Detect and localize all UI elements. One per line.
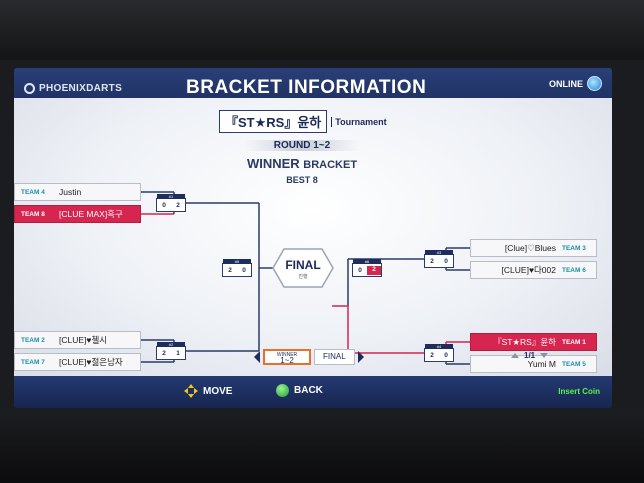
screen: PHOENIXDARTS BRACKET INFORMATION ONLINE [14,68,612,408]
page-up-icon[interactable] [511,353,519,358]
player-name: [CLUE]♥다002 [501,265,556,275]
bracket-panel: 『ST★RS』윤하 Tournament ROUND 1~2 WINNER BR… [14,98,612,376]
team-label: TEAM 4 [21,188,45,196]
team-label: TEAM 1 [562,338,586,346]
player-name: [CLUE]♥젊은남자 [59,357,123,367]
online-status: ONLINE [549,76,602,91]
score-left: 2 [430,352,434,359]
score-left: 2 [228,267,232,274]
score-right: 0 [444,258,448,265]
page-number: 1/1 [524,351,536,360]
score-left: 2 [430,258,434,265]
tab-small-label: WINNER [276,352,298,358]
team-label: TEAM 6 [562,266,586,274]
final-label: FINAL [285,258,321,272]
player-name: [CLUE]♥첼시 [59,335,108,345]
round-tab-winner[interactable]: WINNER 1~2 [263,349,311,365]
online-globe-icon [587,76,602,91]
page-down-icon[interactable] [540,353,549,358]
player-name: Yumi M [527,359,556,369]
tournament-label: Tournament [331,116,387,127]
machine-bezel-bottom [0,410,644,483]
footer-bar: MOVE BACK Insert Coin [14,376,612,408]
match-score[interactable]: #4 2 0 [424,344,454,362]
match-score[interactable]: #6 0 2 [352,259,382,277]
match-score[interactable]: #2 2 1 [156,342,186,360]
player-entry[interactable]: [Clue]♡Blues TEAM 3 [470,239,597,257]
tournament-name: 『ST★RS』윤하 [219,110,328,133]
player-entry[interactable]: Yumi M TEAM 5 [470,355,597,373]
machine-bezel-top [0,0,644,60]
player-entry[interactable]: TEAM 2 [CLUE]♥첼시 [14,331,141,349]
team-label: TEAM 3 [562,244,586,252]
next-arrow-icon[interactable] [357,351,364,363]
online-label: ONLINE [548,78,583,89]
round-tab-final[interactable]: FINAL [314,349,355,365]
move-button[interactable]: MOVE [184,384,232,398]
match-number: #5 [223,259,251,264]
score-right: 2 [367,266,381,275]
back-button[interactable]: BACK [276,384,323,397]
move-label: MOVE [203,385,233,397]
match-number: #6 [353,259,381,264]
team-label: TEAM 2 [21,336,45,344]
player-name: [Clue]♡Blues [504,242,556,253]
match-number: #4 [425,344,453,349]
player-entry[interactable]: [CLUE]♥다002 TEAM 6 [470,261,597,279]
bracket-label: WINNER BRACKET [229,156,375,171]
final-hexagon-shape [272,248,334,288]
score-right: 0 [242,267,246,274]
score-right: 2 [176,202,180,209]
match-number: #3 [425,250,453,255]
prev-arrow-icon[interactable] [254,351,260,363]
player-entry[interactable]: TEAM 7 [CLUE]♥젊은남자 [14,353,141,371]
dpad-icon [184,384,198,398]
match-number: #2 [157,342,185,347]
team-label: TEAM 7 [21,358,45,366]
bracket-main: WINNER [246,156,300,171]
final-status: 진행 [298,274,308,280]
bracket-sub: BRACKET [303,159,358,171]
best-label: BEST 8 [286,175,318,185]
phoenix-logo-icon [24,83,35,94]
final-node[interactable]: FINAL 진행 [272,248,334,288]
score-right: 1 [176,350,180,357]
round-pager: WINNER 1~2 FINAL [254,349,364,365]
round-label: ROUND 1~2 [244,140,360,151]
tab-label: 1~2 [280,356,294,365]
insert-coin-text: Insert Coin [558,387,600,396]
tournament-title: 『ST★RS』윤하 Tournament [219,110,387,133]
page-title: BRACKET INFORMATION [186,77,427,98]
phoenixdarts-logo: PHOENIXDARTS [24,83,122,94]
player-entry[interactable]: TEAM 4 Justin [14,183,141,201]
player-name: 『ST★RS』윤하 [493,337,556,347]
match-score[interactable]: #3 2 0 [424,250,454,268]
match-score[interactable]: #1 0 2 [156,194,186,212]
player-name: Justin [59,187,82,197]
back-label: BACK [294,385,323,396]
score-left: 0 [358,267,362,274]
match-score[interactable]: #5 2 0 [222,259,252,277]
page-indicator: 1/1 [511,351,549,360]
score-left: 2 [162,350,166,357]
score-left: 0 [162,202,166,209]
match-number: #1 [157,194,185,199]
logo-text: PHOENIXDARTS [39,83,123,94]
team-label: TEAM 5 [562,360,586,368]
team-label: TEAM 8 [21,210,45,218]
green-button-icon [276,384,289,397]
player-entry-winner[interactable]: TEAM 8 [CLUE MAX]흑구 [14,205,141,223]
score-right: 0 [444,352,448,359]
player-entry-winner[interactable]: 『ST★RS』윤하 TEAM 1 [470,333,597,351]
player-name: [CLUE MAX]흑구 [59,209,123,219]
